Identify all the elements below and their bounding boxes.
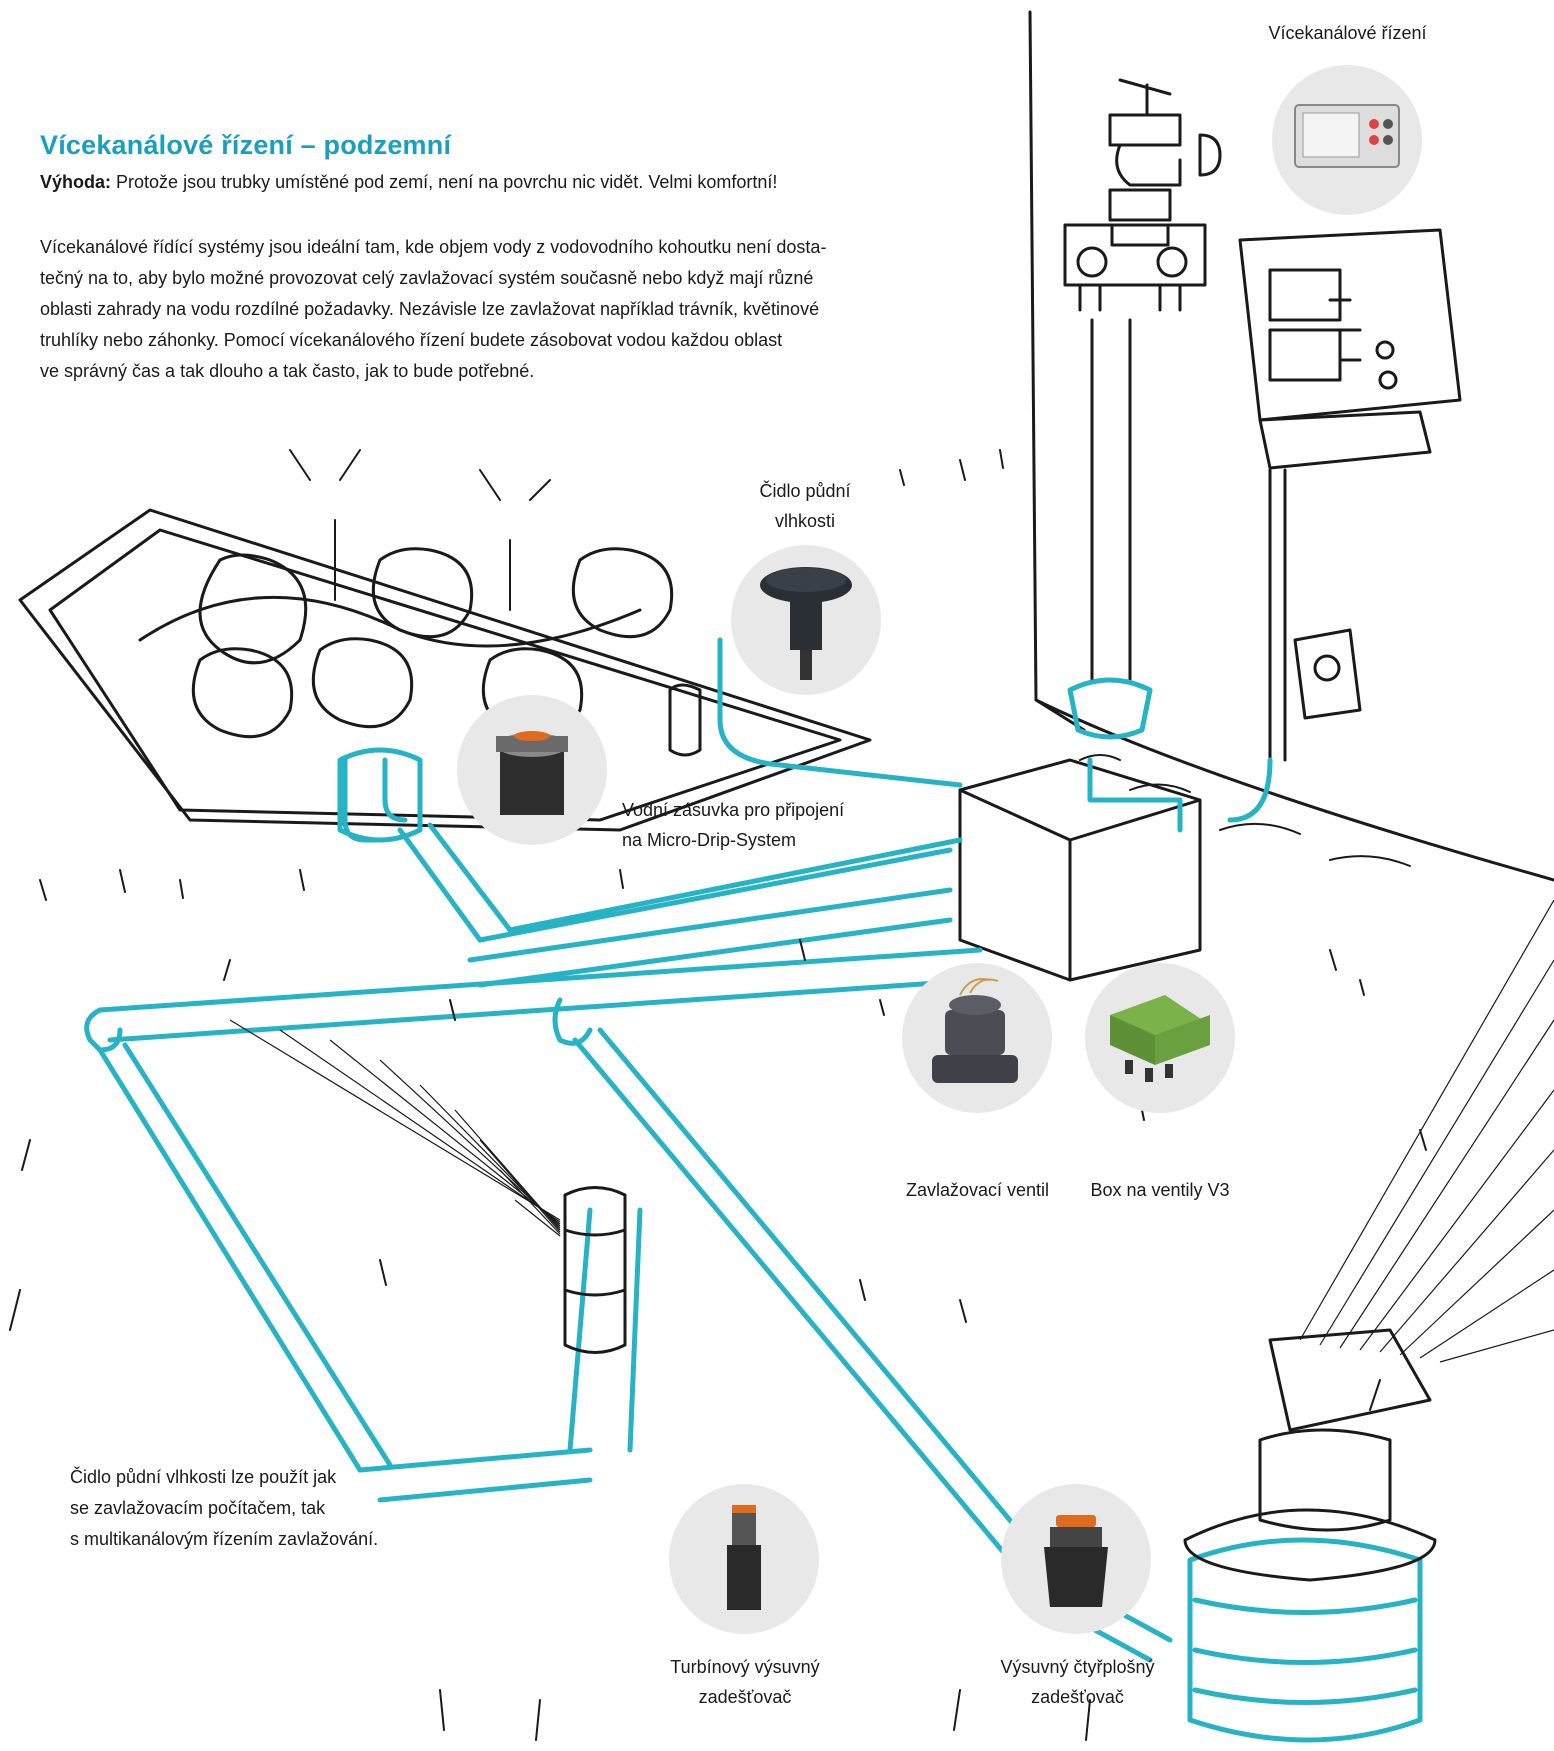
body-line: oblasti zahrady na vodu rozdílné požadav… bbox=[40, 294, 910, 325]
caption-line: Zavlažovací ventil bbox=[890, 1175, 1065, 1205]
body-line: ve správný čas a tak dlouho a tak často,… bbox=[40, 356, 910, 387]
water-socket-icon bbox=[496, 731, 568, 815]
caption-water-socket: Vodní zásuvka pro připojení na Micro-Dri… bbox=[622, 795, 844, 855]
caption-line: Výsuvný čtyřplošný bbox=[980, 1652, 1175, 1682]
advantage-label: Výhoda: bbox=[40, 172, 111, 192]
body-paragraph: Vícekanálové řídící systémy jsou ideální… bbox=[40, 232, 910, 387]
caption-line: Turbínový výsuvný bbox=[650, 1652, 840, 1682]
multi-channel-controller-icon bbox=[1295, 105, 1399, 167]
soil-sensor-note: Čidlo půdní vlhkosti lze použít jak se z… bbox=[70, 1462, 378, 1555]
caption-line: na Micro-Drip-System bbox=[622, 825, 844, 855]
caption-soil-moisture-sensor: Čidlo půdní vlhkosti bbox=[735, 476, 875, 536]
caption-rectangular-sprinkler: Výsuvný čtyřplošný zadešťovač bbox=[980, 1652, 1175, 1712]
body-line: tečný na to, aby bylo možné provozovat c… bbox=[40, 263, 910, 294]
note-line: se zavlažovacím počítačem, tak bbox=[70, 1493, 378, 1524]
garden-tap-drawing bbox=[1065, 80, 1220, 737]
caption-line: Čidlo půdní bbox=[735, 476, 875, 506]
valve-box-drawing bbox=[960, 760, 1200, 980]
caption-turbine-sprinkler: Turbínový výsuvný zadešťovač bbox=[650, 1652, 840, 1712]
page-title: Vícekanálové řízení – podzemní bbox=[40, 130, 451, 161]
note-line: Čidlo půdní vlhkosti lze použít jak bbox=[70, 1462, 378, 1493]
controller-box-drawing bbox=[1240, 230, 1460, 760]
caption-line: Vícekanálové řízení bbox=[1260, 18, 1435, 48]
caption-line: Vodní zásuvka pro připojení bbox=[622, 795, 844, 825]
turbine-sprinkler-icon bbox=[727, 1505, 761, 1610]
caption-irrigation-valve: Zavlažovací ventil bbox=[890, 1175, 1065, 1205]
caption-line: vlhkosti bbox=[735, 506, 875, 536]
advantage-text: Protože jsou trubky umístěné pod zemí, n… bbox=[116, 172, 777, 192]
caption-line: zadešťovač bbox=[980, 1682, 1175, 1712]
pop-up-rectangular-sprinkler-icon bbox=[1044, 1515, 1108, 1607]
caption-valve-box: Box na ventily V3 bbox=[1075, 1175, 1245, 1205]
advantage-line: Výhoda: Protože jsou trubky umístěné pod… bbox=[40, 172, 777, 193]
note-line: s multikanálovým řízením zavlažování. bbox=[70, 1524, 378, 1555]
rectangular-sprinkler-drawing bbox=[1185, 900, 1554, 1740]
caption-multi-channel-controller: Vícekanálové řízení bbox=[1260, 18, 1435, 48]
caption-line: zadešťovač bbox=[650, 1682, 840, 1712]
caption-line: Box na ventily V3 bbox=[1075, 1175, 1245, 1205]
body-line: Vícekanálové řídící systémy jsou ideální… bbox=[40, 232, 910, 263]
body-line: truhlíky nebo záhonky. Pomocí vícekanálo… bbox=[40, 325, 910, 356]
